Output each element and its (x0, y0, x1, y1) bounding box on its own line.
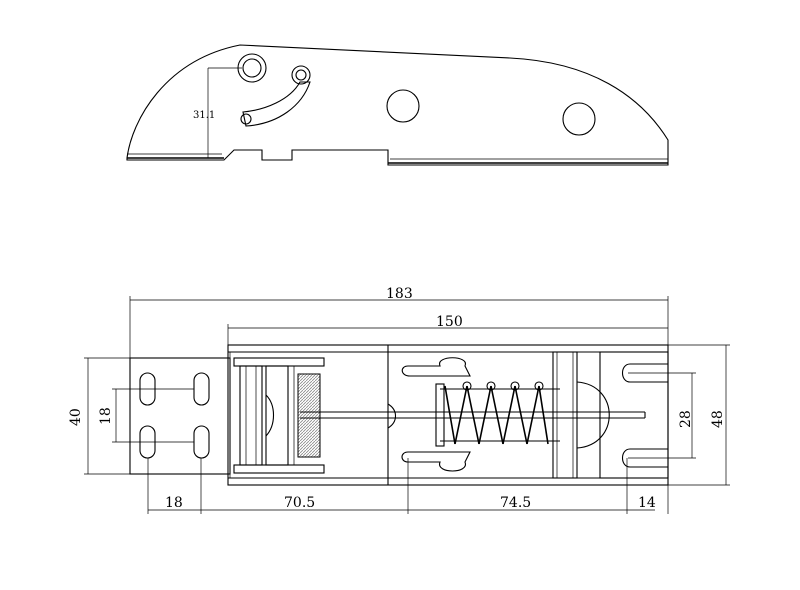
slider-plate (552, 351, 578, 479)
dim-48-label: 48 (710, 410, 726, 428)
bottom-view-plan: 183 150 40 18 (68, 286, 730, 514)
cutter-blade-outline (126, 44, 669, 166)
curved-arm (242, 81, 311, 127)
end-cap (599, 351, 669, 479)
dim-74-label: 74.5 (500, 495, 531, 511)
roller-frame-top (233, 357, 325, 367)
dim-150-label: 150 (436, 314, 463, 330)
arm-boss (291, 65, 311, 85)
dim-14-label: 14 (638, 495, 656, 511)
dim-28-label: 28 (678, 410, 694, 428)
right-top-cutout (401, 357, 471, 377)
divider-notch (387, 403, 397, 429)
pivot-hole (242, 58, 262, 78)
base-slot-4 (193, 425, 210, 459)
mounting-hole-2 (562, 102, 596, 136)
right-bottom-cutout (401, 451, 471, 472)
arm-end-pin (240, 113, 252, 125)
end-slot-bottom (621, 448, 668, 468)
dim-70-label: 70.5 (284, 495, 315, 511)
roller-2-curve (265, 394, 275, 437)
end-slot-top (621, 363, 668, 383)
pivot-boss-outer (237, 53, 267, 83)
cam-profile (576, 381, 610, 449)
dim-40-label: 40 (68, 408, 84, 426)
compression-spring (444, 381, 549, 445)
friction-pad (297, 373, 321, 458)
arm-pin (295, 69, 307, 81)
dim-18v-label: 18 (98, 407, 114, 425)
base-slot-2 (193, 372, 210, 406)
top-view-profile: 31.1 (126, 44, 669, 166)
roller-2 (265, 365, 289, 466)
dim-31-label: 31.1 (193, 110, 215, 121)
roller-1 (239, 365, 263, 466)
base-plate (129, 357, 231, 475)
spring-seat (435, 383, 445, 447)
dim-18h-label: 18 (165, 495, 183, 511)
dim-183-label: 183 (386, 286, 413, 302)
mounting-hole-1 (386, 89, 420, 123)
roller-frame-bottom (233, 464, 325, 474)
